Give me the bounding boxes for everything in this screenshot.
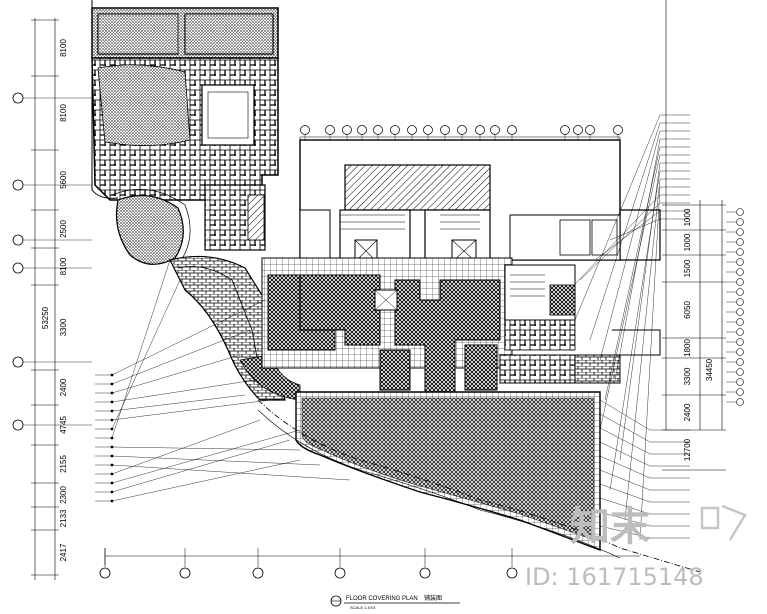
axis-bubble [736, 368, 744, 376]
plan-title: FLOOR COVERING PLAN [346, 596, 418, 602]
axis-bubble [736, 208, 744, 216]
plan-scale: SCALE 1:XXX [350, 605, 376, 610]
right-segment-dimension: 1800 [683, 339, 692, 357]
axis-bubble [613, 125, 623, 135]
right-annotation-leaders [559, 114, 690, 541]
axis-bubble [12, 419, 24, 431]
axis-bubble [736, 278, 744, 286]
bottom-axis-line [99, 548, 640, 579]
building-right-wing [499, 329, 661, 384]
axis-bubble [736, 318, 744, 326]
right-dimension-chain: 34450 1000 1000 1500 6050 1800 3300 2400 12700 [662, 0, 744, 471]
plan-title-chinese: 铺装图 [424, 594, 442, 602]
right-segment-dimension: 1500 [683, 259, 692, 277]
axis-bubble [325, 125, 335, 135]
axis-bubble [585, 125, 595, 135]
axis-bubble [736, 288, 744, 296]
axis-bubble [736, 308, 744, 316]
left-segment-dimension: 2400 [59, 378, 68, 396]
right-segment-dimension: 6050 [683, 301, 692, 319]
top-axis-line [299, 125, 623, 160]
garden-courtyard-top [91, 7, 279, 251]
left-annotation-leaders [95, 259, 351, 503]
axis-bubble [736, 228, 744, 236]
axis-bubble [475, 125, 485, 135]
right-segment-dimension: 1000 [683, 208, 692, 226]
curved-walkway [169, 255, 301, 401]
watermark-id: ID: 161715148 [525, 563, 704, 591]
axis-bubble [12, 179, 24, 191]
right-segment-dimension: 12700 [683, 438, 692, 461]
axis-bubble [12, 262, 24, 274]
left-segment-dimension: 8100 [59, 104, 68, 122]
axis-bubble [736, 398, 744, 406]
axis-bubble [736, 378, 744, 386]
axis-bubble [490, 125, 500, 135]
axis-bubble [407, 125, 417, 135]
left-segment-dimension: 3300 [59, 318, 68, 336]
axis-bubble [373, 125, 383, 135]
axis-bubble [506, 567, 518, 579]
axis-bubble [357, 125, 367, 135]
axis-bubble [736, 338, 744, 346]
axis-bubble [736, 358, 744, 366]
axis-bubble [736, 248, 744, 256]
building-lobby-floor [261, 257, 576, 396]
axis-bubble [440, 125, 450, 135]
axis-bubble [736, 218, 744, 226]
axis-bubble [736, 238, 744, 246]
axis-bubble [736, 258, 744, 266]
building-upper [299, 139, 661, 266]
left-segment-dimension: 8100 [59, 39, 68, 57]
axis-bubble [300, 125, 310, 135]
left-segment-dimension: 2300 [59, 486, 68, 504]
axis-bubble [179, 567, 191, 579]
axis-bubble [99, 567, 111, 579]
axis-bubble [12, 92, 24, 104]
left-segment-dimension: 2133 [59, 509, 68, 527]
left-segment-dimension: 2155 [59, 455, 68, 473]
axis-bubble [736, 348, 744, 356]
left-segment-dimension: 2500 [59, 220, 68, 238]
axis-bubble [419, 567, 431, 579]
watermark: 知末 ID: 161715148 [525, 504, 747, 591]
left-segment-dimension: 4745 [59, 416, 68, 434]
title-block: FLOOR COVERING PLAN 铺装图 SCALE 1:XXX [330, 594, 460, 610]
left-segment-dimension: 5600 [59, 171, 68, 189]
right-segment-dimension: 1000 [683, 233, 692, 251]
site-boundary [91, 0, 701, 573]
right-segment-dimension: 2400 [683, 403, 692, 421]
axis-bubble [342, 125, 352, 135]
right-overall-dimension: 34450 [705, 358, 714, 381]
watermark-logo-text: 知末 [570, 504, 650, 550]
axis-bubble [334, 567, 346, 579]
axis-bubble [12, 234, 24, 246]
axis-bubble [560, 125, 570, 135]
left-dimension-chain: 53250 8100 8100 5600 2500 8100 3300 2400 4745 21… [12, 18, 92, 580]
axis-bubble [12, 356, 24, 368]
zhimo-logo-icon [700, 504, 747, 541]
axis-bubble [573, 125, 583, 135]
axis-bubble [507, 125, 517, 135]
axis-bubble [390, 125, 400, 135]
axis-bubble [736, 388, 744, 396]
axis-bubble [423, 125, 433, 135]
main-plaza-paving [295, 391, 601, 552]
axis-bubble [457, 125, 467, 135]
left-segment-dimension: 8100 [59, 257, 68, 275]
axis-bubble [736, 268, 744, 276]
axis-bubble [736, 298, 744, 306]
axis-bubble [736, 328, 744, 336]
left-segment-dimension: 2417 [59, 543, 68, 561]
right-segment-dimension: 3300 [683, 367, 692, 385]
pond-water-feature [111, 189, 191, 266]
axis-bubble [252, 567, 264, 579]
left-overall-dimension: 53250 [41, 306, 50, 329]
